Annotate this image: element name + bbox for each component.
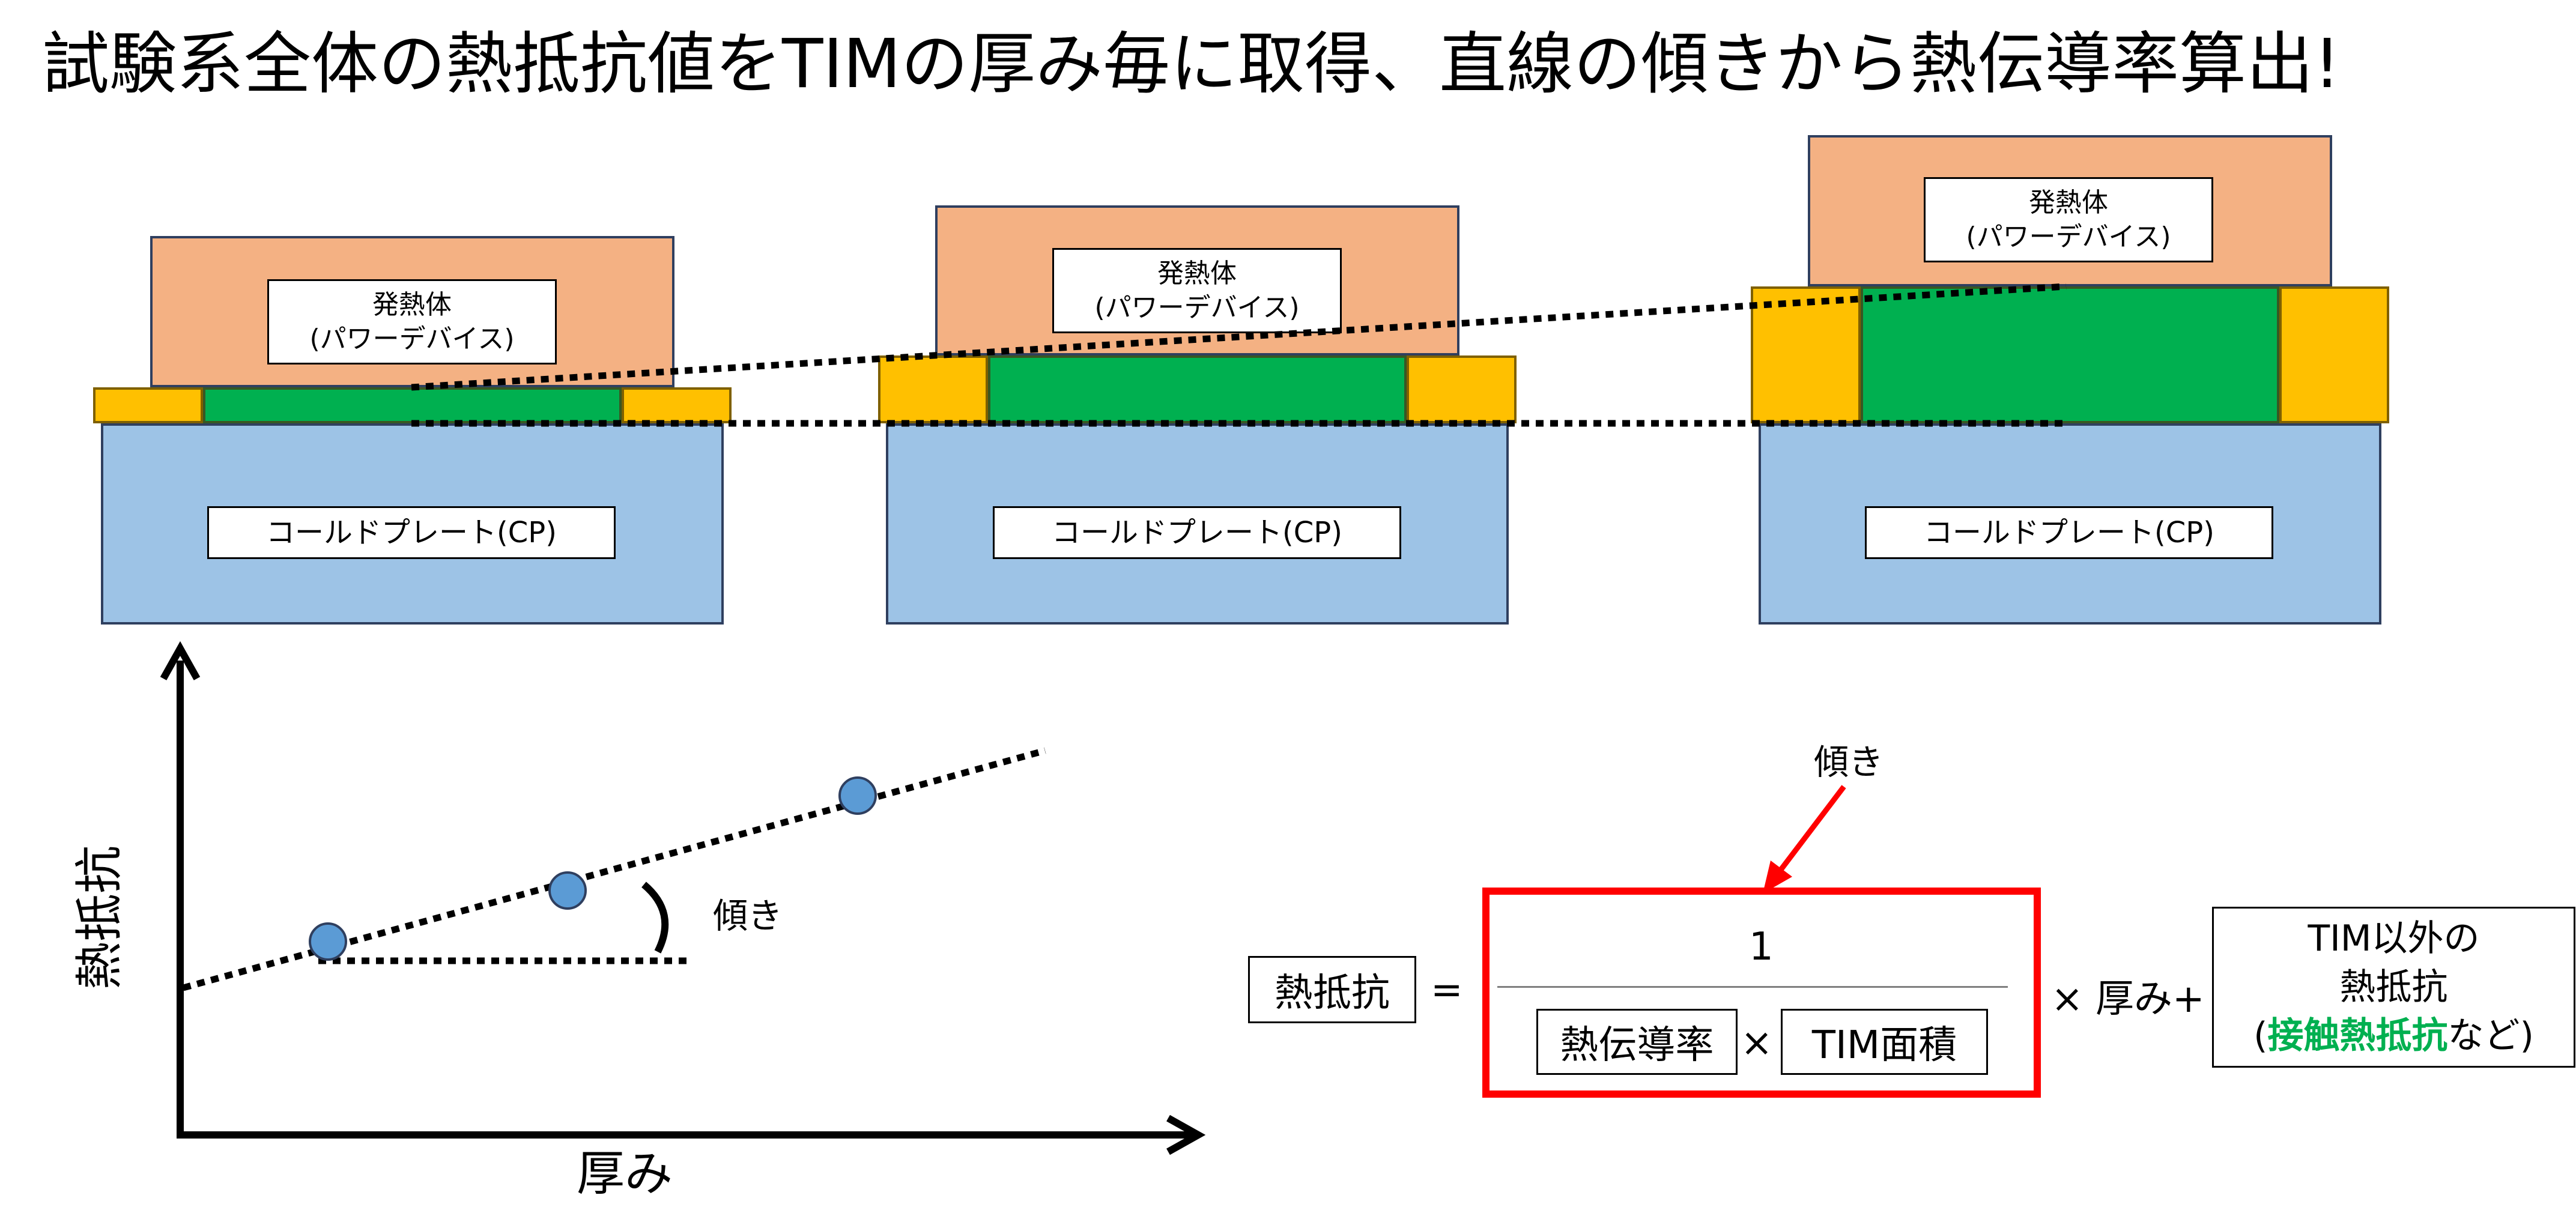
cold-plate-label-text: コールドプレート(CP) <box>1924 515 2214 549</box>
other-resistance-line2: 熱抵抗 <box>2339 966 2448 1008</box>
slope-pointer-arrowhead <box>1763 861 1792 894</box>
cold-plate-label: コールドプレート(CP) <box>207 506 616 559</box>
tim-area-box: TIM面積 <box>1781 1009 1988 1075</box>
tim-layer <box>988 355 1407 423</box>
heater-label: 発熱体 (パワーデバイス) <box>1052 248 1342 333</box>
spacer-left <box>93 387 203 423</box>
times-thickness: × 厚み+ <box>2051 977 2205 1021</box>
page-title: 試験系全体の熱抵抗値をTIMの厚み毎に取得、直線の傾きから熱伝導率算出! <box>42 25 2341 103</box>
heater-label: 発熱体 (パワーデバイス) <box>1924 177 2213 262</box>
heater-label: 発熱体 (パワーデバイス) <box>267 279 557 364</box>
slope-pointer-label: 傾き <box>1814 742 1884 782</box>
equals-sign: = <box>1431 968 1463 1012</box>
spacer-right <box>2279 286 2389 423</box>
graph-slope-label: 傾き <box>713 895 783 936</box>
numerator: 1 <box>1749 925 1774 969</box>
other-resistance-line1: TIM以外の <box>2308 917 2480 960</box>
tim-layer <box>1861 286 2279 423</box>
data-point <box>309 922 347 961</box>
contact-resistance-highlight: 接触熱抵抗 <box>2267 1014 2448 1057</box>
y-axis-arrowhead <box>160 641 201 680</box>
cold-plate-label-text: コールドプレート(CP) <box>1052 515 1342 549</box>
cold-plate-label-text: コールドプレート(CP) <box>266 515 557 549</box>
data-point <box>548 871 587 910</box>
thickness-trend-line <box>411 283 2067 391</box>
multiply-sign: × <box>1741 1021 1773 1065</box>
other-resistance-line3: (接触熱抵抗など) <box>2253 1012 2534 1060</box>
paren-open: ( <box>2253 1014 2268 1057</box>
tim-area-text: TIM面積 <box>1811 1023 1957 1068</box>
thermal-conductivity-text: 熱伝導率 <box>1560 1023 1714 1068</box>
thermal-conductivity-box: 熱伝導率 <box>1536 1009 1738 1075</box>
heater-label-line2: (パワーデバイス) <box>309 324 515 354</box>
cold-plate-label: コールドプレート(CP) <box>1865 506 2273 559</box>
slope-arc <box>641 882 669 954</box>
fraction-bar <box>1497 986 2008 988</box>
other-resistance-tail: など) <box>2447 1014 2534 1057</box>
heater-label-line1: 発熱体 <box>2029 187 2108 218</box>
x-axis-arrowhead <box>1166 1115 1206 1155</box>
x-axis-label: 厚み <box>577 1146 673 1202</box>
y-axis-label: 熱抵抗 <box>71 845 127 990</box>
spacer-left <box>1751 286 1861 423</box>
spacer-right <box>1407 355 1517 423</box>
thermal-resistance-text: 熱抵抗 <box>1274 971 1390 1015</box>
other-resistance-box: TIM以外の 熱抵抗 (接触熱抵抗など) <box>2212 907 2575 1068</box>
heater-label-line1: 発熱体 <box>1157 258 1237 289</box>
heater-label-line2: (パワーデバイス) <box>1094 292 1300 323</box>
heater-label-line2: (パワーデバイス) <box>1966 222 2171 252</box>
cold-plate-label: コールドプレート(CP) <box>993 506 1401 559</box>
slope-pointer-arrow <box>1775 785 1846 876</box>
data-point <box>838 776 877 815</box>
thermal-resistance-box: 熱抵抗 <box>1248 956 1416 1023</box>
heater-label-line1: 発熱体 <box>372 289 452 320</box>
